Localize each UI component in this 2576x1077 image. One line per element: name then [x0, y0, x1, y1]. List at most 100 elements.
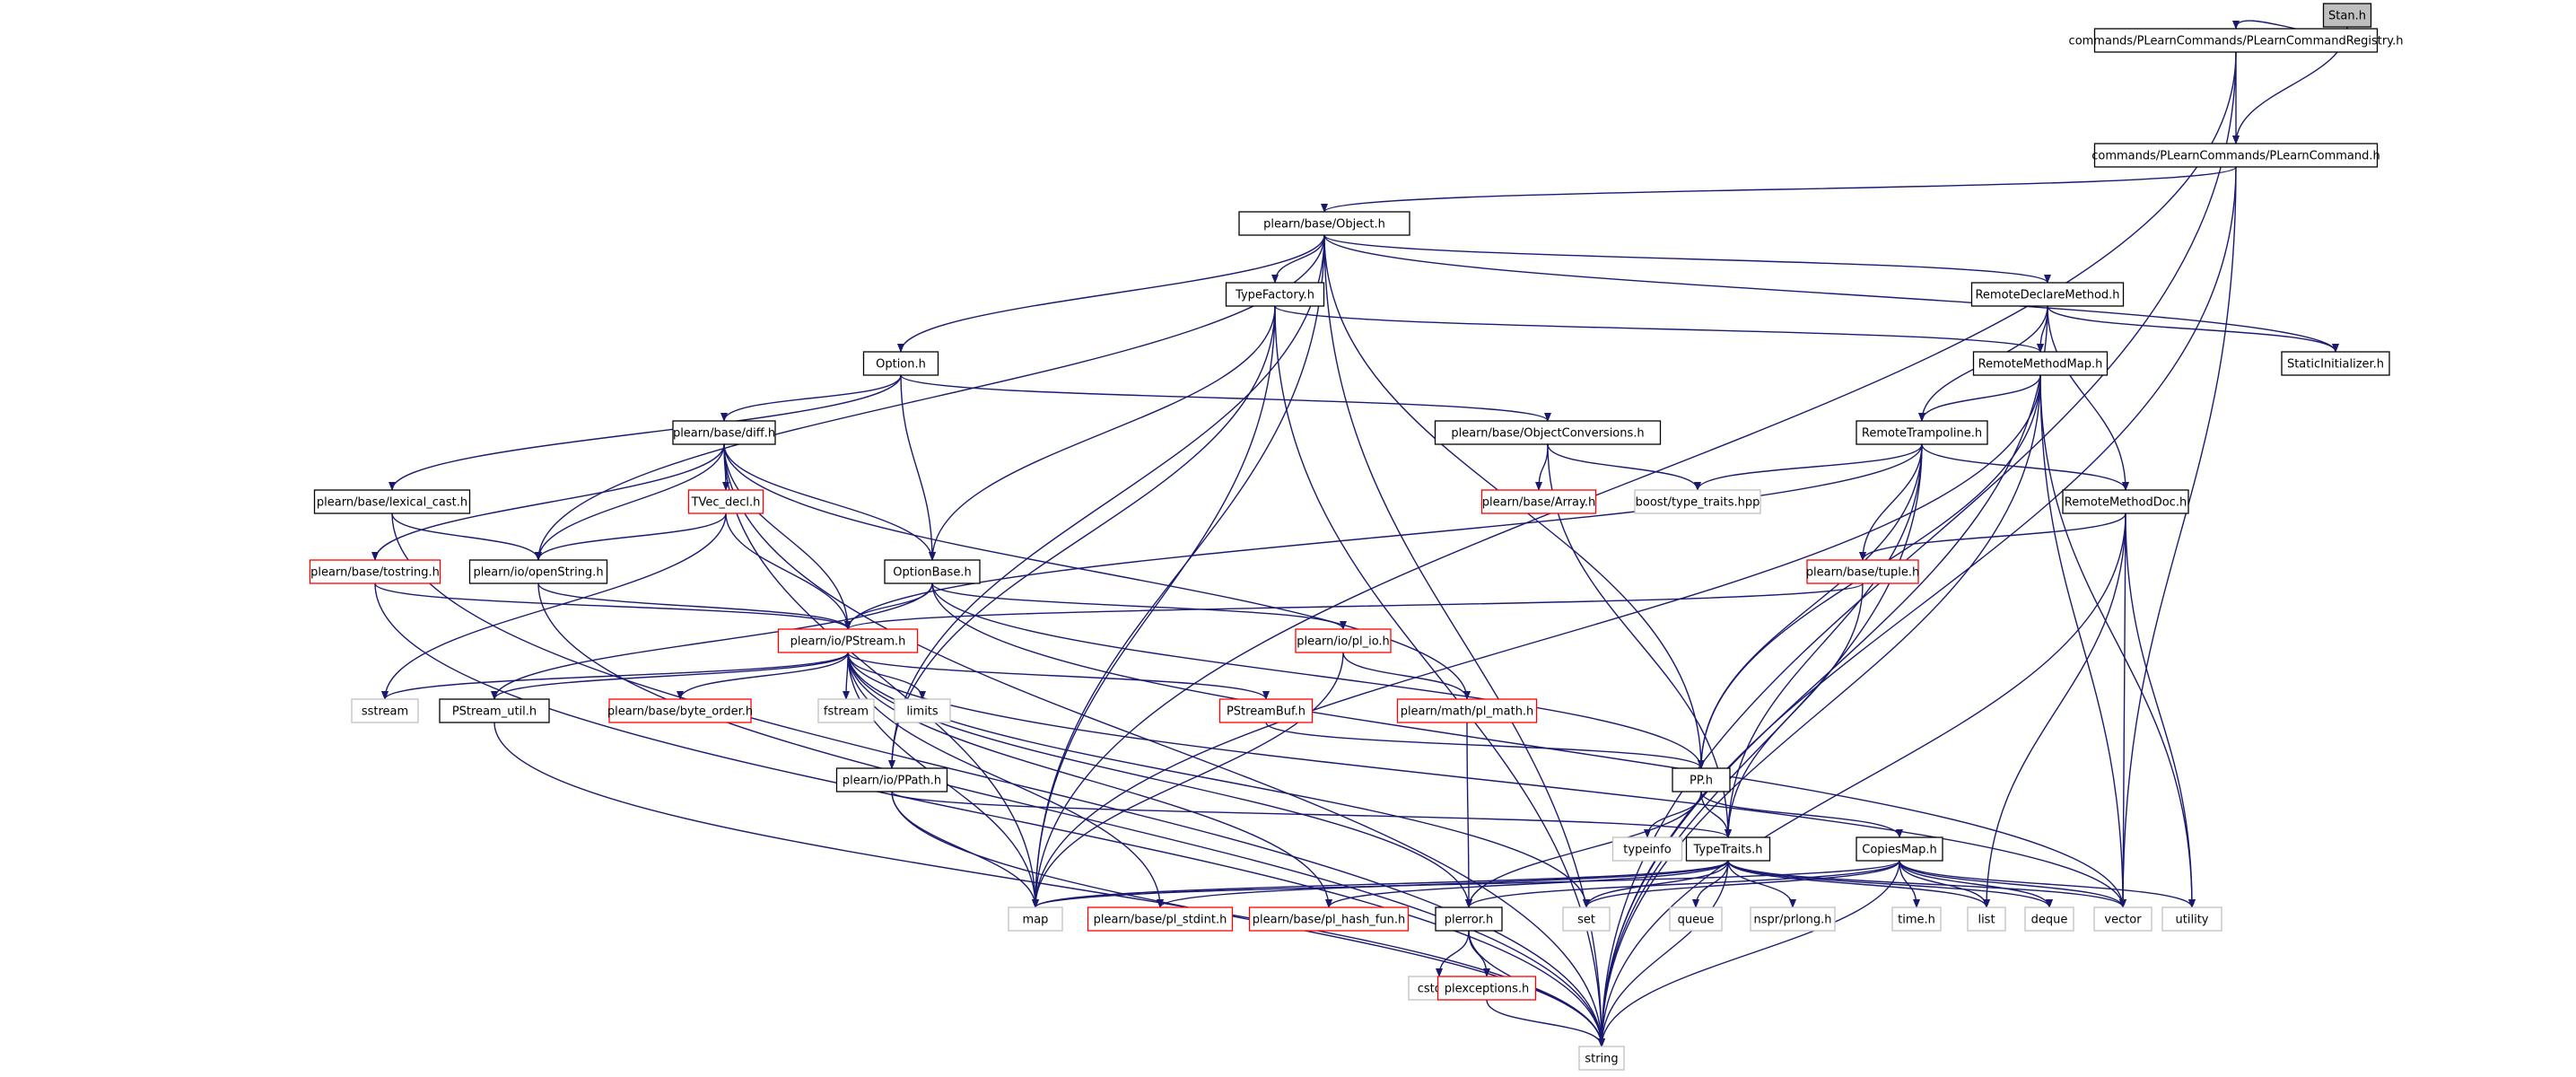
- edge-tf-to-ppath: [888, 305, 1276, 769]
- node-box: [894, 698, 951, 723]
- node-stdint[interactable]: plearn/base/pl_stdint.h: [1087, 906, 1234, 932]
- node-list[interactable]: list: [1967, 906, 2006, 932]
- edge-ppath-to-tt: [891, 791, 1732, 838]
- node-si[interactable]: StaticInitializer.h: [2281, 351, 2390, 376]
- node-box: [1750, 906, 1836, 932]
- node-pp[interactable]: PP.h: [1672, 767, 1731, 792]
- node-label: commands/PLearnCommands/PLearnCommandReg…: [2069, 35, 2404, 48]
- node-fs[interactable]: fstream: [817, 698, 875, 723]
- node-set[interactable]: set: [1562, 906, 1611, 932]
- node-label: plearn/base/Object.h: [1263, 218, 1385, 232]
- node-box: [1480, 489, 1597, 514]
- node-plm[interactable]: plearn/math/pl_math.h: [1396, 698, 1538, 723]
- node-rdm[interactable]: RemoteDeclareMethod.h: [1970, 282, 2125, 307]
- node-os[interactable]: plearn/io/openString.h: [468, 559, 608, 584]
- node-label: PStream_util.h: [452, 705, 537, 719]
- node-lc[interactable]: plearn/base/lexical_cast.h: [313, 489, 471, 514]
- edge-plerr-to-cstdarg: [1436, 930, 1470, 977]
- node-box: [439, 698, 550, 723]
- node-vector[interactable]: vector: [2093, 906, 2152, 932]
- node-nspr[interactable]: nspr/prlong.h: [1750, 906, 1836, 932]
- edge-lc-to-string: [391, 512, 1605, 1047]
- node-string[interactable]: string: [1578, 1046, 1625, 1071]
- node-rmm[interactable]: RemoteMethodMap.h: [1972, 351, 2109, 376]
- edge-reg-to-string: [1598, 51, 2237, 1047]
- node-lim[interactable]: limits: [894, 698, 951, 723]
- node-label: PP.h: [1690, 775, 1713, 788]
- edge-rdm-to-string: [1598, 305, 2048, 1047]
- node-plerr[interactable]: plerror.h: [1435, 906, 1503, 932]
- edge-rmd-to-tup: [1859, 512, 2126, 561]
- node-box: [1225, 282, 1325, 307]
- node-diff[interactable]: plearn/base/diff.h: [672, 420, 776, 445]
- node-label: time.h: [1898, 914, 1935, 927]
- node-psu[interactable]: PStream_util.h: [439, 698, 550, 723]
- node-tvec[interactable]: TVec_decl.h: [687, 489, 764, 514]
- node-box: [1578, 1046, 1625, 1071]
- edge-pp-to-plerr: [1465, 791, 1702, 908]
- node-ss[interactable]: sstream: [351, 698, 419, 723]
- node-box: [608, 698, 752, 723]
- node-label: queue: [1678, 914, 1715, 927]
- node-arr[interactable]: plearn/base/Array.h: [1480, 489, 1597, 514]
- node-box: [313, 489, 471, 514]
- edge-ps-to-stdint: [847, 652, 1164, 908]
- node-btt[interactable]: boost/type_traits.hpp: [1634, 489, 1761, 514]
- edge-obj-to-si: [1323, 234, 2339, 353]
- node-box: [1970, 282, 2125, 307]
- node-ppath[interactable]: plearn/io/PPath.h: [835, 767, 948, 792]
- node-label: plearn/base/byte_order.h: [607, 705, 753, 719]
- node-ps[interactable]: plearn/io/PStream.h: [777, 628, 919, 653]
- edge-cm-to-util: [1899, 860, 2196, 908]
- node-label: PStreamBuf.h: [1227, 705, 1305, 719]
- node-plio[interactable]: plearn/io/pl_io.h: [1295, 628, 1392, 653]
- node-label: vector: [2104, 914, 2142, 927]
- node-cm[interactable]: CopiesMap.h: [1856, 836, 1943, 862]
- edge-plio-to-plm: [1342, 652, 1471, 700]
- node-oc[interactable]: plearn/base/ObjectConversions.h: [1434, 420, 1662, 445]
- node-tup[interactable]: plearn/base/tuple.h: [1806, 559, 1920, 584]
- node-cmd[interactable]: commands/PLearnCommands/PLearnCommand.h: [2091, 143, 2380, 168]
- node-box: [1611, 836, 1683, 862]
- node-opt[interactable]: Option.h: [862, 351, 939, 376]
- edge-cm-to-vector: [1899, 860, 2126, 908]
- node-tt[interactable]: TypeTraits.h: [1685, 836, 1771, 862]
- edge-plexc-to-string: [1486, 999, 1605, 1047]
- node-psb[interactable]: PStreamBuf.h: [1218, 698, 1314, 723]
- node-bo[interactable]: plearn/base/byte_order.h: [607, 698, 753, 723]
- node-plexc[interactable]: plexceptions.h: [1436, 976, 1537, 1001]
- node-typeinfo[interactable]: typeinfo: [1611, 836, 1683, 862]
- edge-rt-to-btt: [1694, 443, 1923, 491]
- node-ob[interactable]: OptionBase.h: [884, 559, 981, 584]
- node-util[interactable]: utility: [2161, 906, 2222, 932]
- node-map[interactable]: map: [1008, 906, 1063, 932]
- node-label: plearn/io/PPath.h: [843, 775, 941, 788]
- node-rmd[interactable]: RemoteMethodDoc.h: [2062, 489, 2189, 514]
- node-box: [2093, 28, 2379, 53]
- edge-tt-to-string: [1598, 860, 1729, 1047]
- edge-rmd-to-vector: [2119, 512, 2127, 908]
- node-box: [2161, 906, 2222, 932]
- node-label: plearn/base/lexical_cast.h: [317, 496, 467, 510]
- edge-tt-to-vector: [1727, 860, 2126, 908]
- edge-tt-to-nspr: [1727, 860, 1796, 908]
- node-label: set: [1577, 914, 1595, 927]
- node-stan[interactable]: Stan.h: [2322, 3, 2372, 28]
- node-label: plearn/io/pl_io.h: [1297, 635, 1390, 649]
- node-label: string: [1585, 1053, 1618, 1066]
- node-box: [1972, 351, 2109, 376]
- node-label: CopiesMap.h: [1862, 844, 1936, 857]
- node-rt[interactable]: RemoteTrampoline.h: [1856, 420, 1988, 445]
- node-queue[interactable]: queue: [1669, 906, 1723, 932]
- node-box: [817, 698, 875, 723]
- node-obj[interactable]: plearn/base/Object.h: [1238, 211, 1410, 236]
- node-reg[interactable]: commands/PLearnCommands/PLearnCommandReg…: [2069, 28, 2404, 53]
- node-time[interactable]: time.h: [1891, 906, 1942, 932]
- node-deque[interactable]: deque: [2024, 906, 2074, 932]
- node-ts[interactable]: plearn/base/tostring.h: [309, 559, 441, 584]
- node-hash[interactable]: plearn/base/pl_hash_fun.h: [1248, 906, 1410, 932]
- node-box: [884, 559, 981, 584]
- node-tf[interactable]: TypeFactory.h: [1225, 282, 1325, 307]
- node-box: [1669, 906, 1723, 932]
- node-label: plerror.h: [1445, 914, 1494, 927]
